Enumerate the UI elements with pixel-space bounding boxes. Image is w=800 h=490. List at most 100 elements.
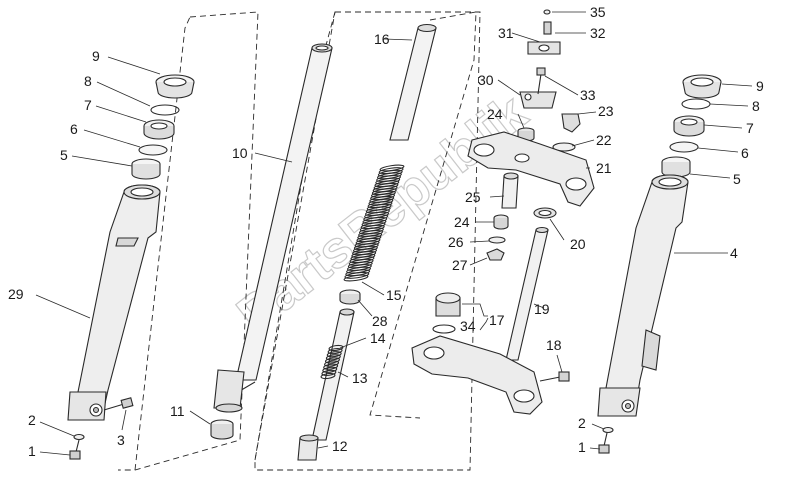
callout-24-mid: 24 [454, 214, 470, 230]
left-drain-washer [73, 433, 85, 441]
callout-34: 34 [460, 318, 476, 334]
handlebar-clamp-lower [519, 91, 557, 109]
callout-35: 35 [590, 4, 606, 20]
callout-32: 32 [590, 25, 606, 41]
callout-labels: 9 8 7 6 5 29 2 1 3 10 11 12 13 14 15 16 … [8, 4, 764, 459]
damper-group [297, 23, 437, 461]
callout-2-right: 2 [578, 415, 586, 431]
right-circlip [681, 98, 711, 110]
rebound-spring [320, 344, 344, 380]
stem-spacer [501, 172, 519, 209]
callout-29: 29 [8, 286, 24, 302]
stem-lock-washer [488, 236, 506, 244]
damper-rod [311, 308, 355, 441]
callout-20: 20 [570, 236, 586, 252]
clamp-stud [536, 67, 546, 95]
left-bushing [131, 158, 161, 180]
right-fork-slider [597, 174, 689, 417]
stem-nut [561, 113, 581, 133]
lower-clamp-bolt [539, 371, 570, 382]
callout-9-left: 9 [92, 48, 100, 64]
fork-guide-bush [210, 419, 234, 440]
callout-1-left: 1 [28, 443, 36, 459]
callout-10: 10 [232, 145, 248, 161]
right-dust-seal [682, 74, 722, 99]
right-drain-screw [598, 432, 610, 454]
callout-12: 12 [332, 438, 348, 454]
spring-retainer [339, 289, 361, 305]
fork-spring [343, 164, 405, 282]
left-dust-seal [155, 74, 195, 99]
callout-30: 30 [478, 72, 494, 88]
fork-bottom-bush [213, 369, 245, 413]
callout-6-left: 6 [70, 121, 78, 137]
callout-7-right: 7 [746, 120, 754, 136]
left-fork-slider [67, 184, 161, 421]
right-bushing [661, 156, 691, 178]
stem-lock-nut [486, 248, 505, 261]
fork-stanchion-tube [235, 43, 333, 393]
cap-o-ring [432, 324, 456, 334]
clamp-bolt [543, 9, 552, 35]
left-drain-screw [69, 439, 81, 460]
fork-top-cap [435, 292, 461, 317]
left-pinch-bolt [103, 397, 134, 411]
group-outline-center [254, 11, 481, 471]
callout-8-left: 8 [84, 73, 92, 89]
callout-18: 18 [546, 337, 562, 353]
callout-28: 28 [372, 313, 388, 329]
callout-17: 17 [489, 312, 505, 328]
damper-base-bush [297, 434, 319, 461]
callout-14: 14 [370, 330, 386, 346]
group-outline-left [118, 11, 259, 471]
upper-triple-clamp [467, 131, 595, 207]
right-drain-washer [602, 426, 614, 434]
right-fork-leg-group [597, 74, 722, 454]
group-outline-left-edge [134, 16, 191, 471]
callout-21: 21 [596, 160, 612, 176]
steering-group [411, 9, 595, 415]
left-washer [138, 144, 168, 156]
callout-15: 15 [386, 287, 402, 303]
callout-4: 4 [730, 245, 738, 261]
callout-7-left: 7 [84, 97, 92, 113]
leader-lines [35, 11, 753, 456]
fork-tube-group [210, 43, 333, 440]
right-oil-seal [673, 115, 705, 137]
callout-23: 23 [598, 103, 614, 119]
callout-31: 31 [498, 25, 514, 41]
spacer-tube [389, 23, 437, 141]
lower-rubber-bush [493, 214, 509, 230]
steering-stem [505, 226, 549, 361]
callout-13: 13 [352, 370, 368, 386]
group-outline-center-edge [254, 11, 336, 461]
left-circlip [150, 104, 180, 116]
callout-27: 27 [452, 257, 468, 273]
callout-3: 3 [117, 432, 125, 448]
handlebar-clamp-upper [527, 41, 561, 55]
right-washer [669, 141, 699, 153]
steering-ring-nut [533, 207, 557, 219]
callout-9-right: 9 [756, 78, 764, 94]
callout-24-top: 24 [487, 106, 503, 122]
stem-washer [552, 142, 576, 152]
callout-5-right: 5 [733, 171, 741, 187]
group-outline-steering [369, 11, 477, 419]
callout-1-right: 1 [578, 439, 586, 455]
lower-triple-clamp [411, 335, 543, 415]
callout-19: 19 [534, 301, 550, 317]
callout-16: 16 [374, 31, 390, 47]
callout-22: 22 [596, 132, 612, 148]
callout-33: 33 [580, 87, 596, 103]
callout-25: 25 [465, 189, 481, 205]
left-oil-seal [143, 119, 175, 140]
callout-2-left: 2 [28, 412, 36, 428]
callout-8-right: 8 [752, 98, 760, 114]
left-fork-leg-group [67, 74, 195, 460]
callout-6-right: 6 [741, 145, 749, 161]
callout-5-left: 5 [60, 147, 68, 163]
callout-26: 26 [448, 234, 464, 250]
callout-11: 11 [170, 403, 185, 419]
